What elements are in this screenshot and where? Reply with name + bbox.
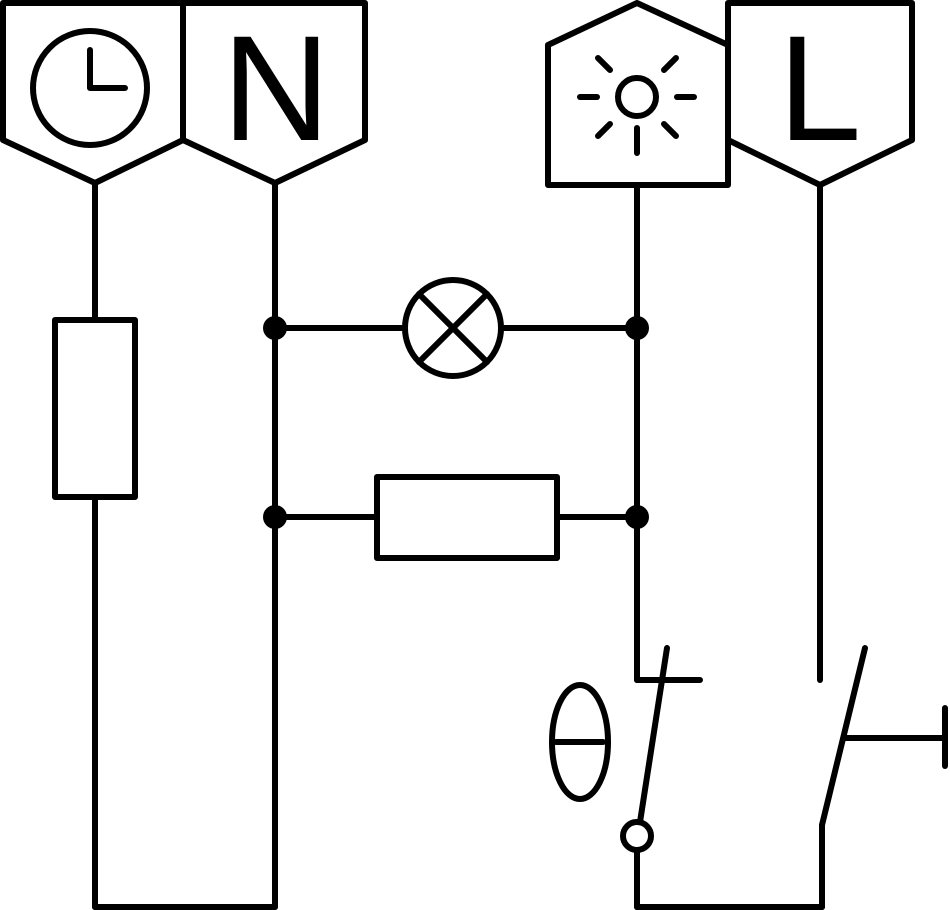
terminal-light-sensor [545,0,731,188]
manual-switch [817,182,948,910]
resistor-horizontal [374,474,560,561]
junction-dots [263,316,649,529]
live-label: L [778,4,861,172]
lamp-branch [272,277,640,379]
sun-icon [577,55,697,156]
lamp-icon [402,277,504,379]
theta-symbol-icon [549,682,611,802]
resistor-vertical [52,317,138,500]
terminal-live: L [725,0,915,188]
clock-icon [30,28,150,148]
thermal-switch [549,182,825,910]
resistor-branch [272,474,640,561]
neutral-label: N [222,4,330,172]
wire-clock [52,180,278,910]
terminal-neutral: N [180,0,368,186]
terminal-clock [0,0,186,186]
